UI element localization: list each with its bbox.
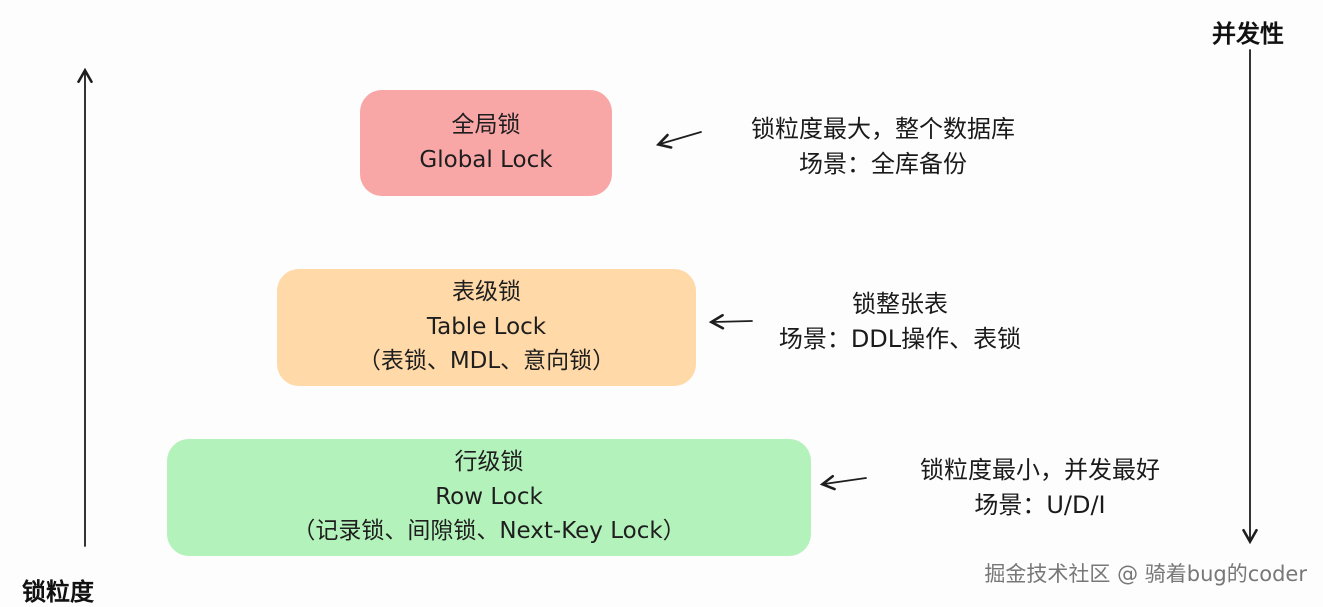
table-lock-subtitle: Table Lock: [426, 313, 547, 340]
row-lock-box: 行级锁 Row Lock （记录锁、间隙锁、Next-Key Lock）: [167, 439, 811, 556]
row-lock-annotation-line1: 锁粒度最小，并发最好: [920, 456, 1160, 484]
table-lock-title: 表级锁: [452, 279, 521, 306]
global-lock-annotation-line1: 锁粒度最大，整个数据库: [751, 115, 1015, 143]
concurrency-axis-label: 并发性: [1212, 20, 1284, 48]
global-lock-title: 全局锁: [451, 111, 521, 138]
global-lock-annotation-line2: 场景：全库备份: [799, 150, 967, 178]
global-lock-annotation: 锁粒度最大，整个数据库 场景：全库备份: [683, 112, 1083, 182]
row-lock-annotation-line2: 场景：U/D/I: [974, 491, 1106, 519]
table-lock-box: 表级锁 Table Lock （表锁、MDL、意向锁）: [277, 269, 696, 386]
watermark: 掘金技术社区 @ 骑着bug的coder: [984, 562, 1307, 586]
lock-granularity-axis-label: 锁粒度: [22, 578, 94, 606]
global-lock-box: 全局锁 Global Lock: [360, 90, 612, 196]
table-lock-annotation-line2: 场景：DDL操作、表锁: [778, 325, 1022, 353]
row-lock-detail: （记录锁、间隙锁、Next-Key Lock）: [292, 518, 686, 545]
global-lock-subtitle: Global Lock: [419, 146, 553, 173]
table-lock-detail: （表锁、MDL、意向锁）: [357, 348, 616, 375]
table-lock-annotation: 锁整张表 场景：DDL操作、表锁: [700, 287, 1100, 357]
row-lock-title: 行级锁: [454, 449, 524, 476]
row-lock-annotation: 锁粒度最小，并发最好 场景：U/D/I: [840, 453, 1240, 523]
row-lock-subtitle: Row Lock: [435, 483, 543, 510]
table-lock-annotation-line1: 锁整张表: [852, 290, 948, 318]
